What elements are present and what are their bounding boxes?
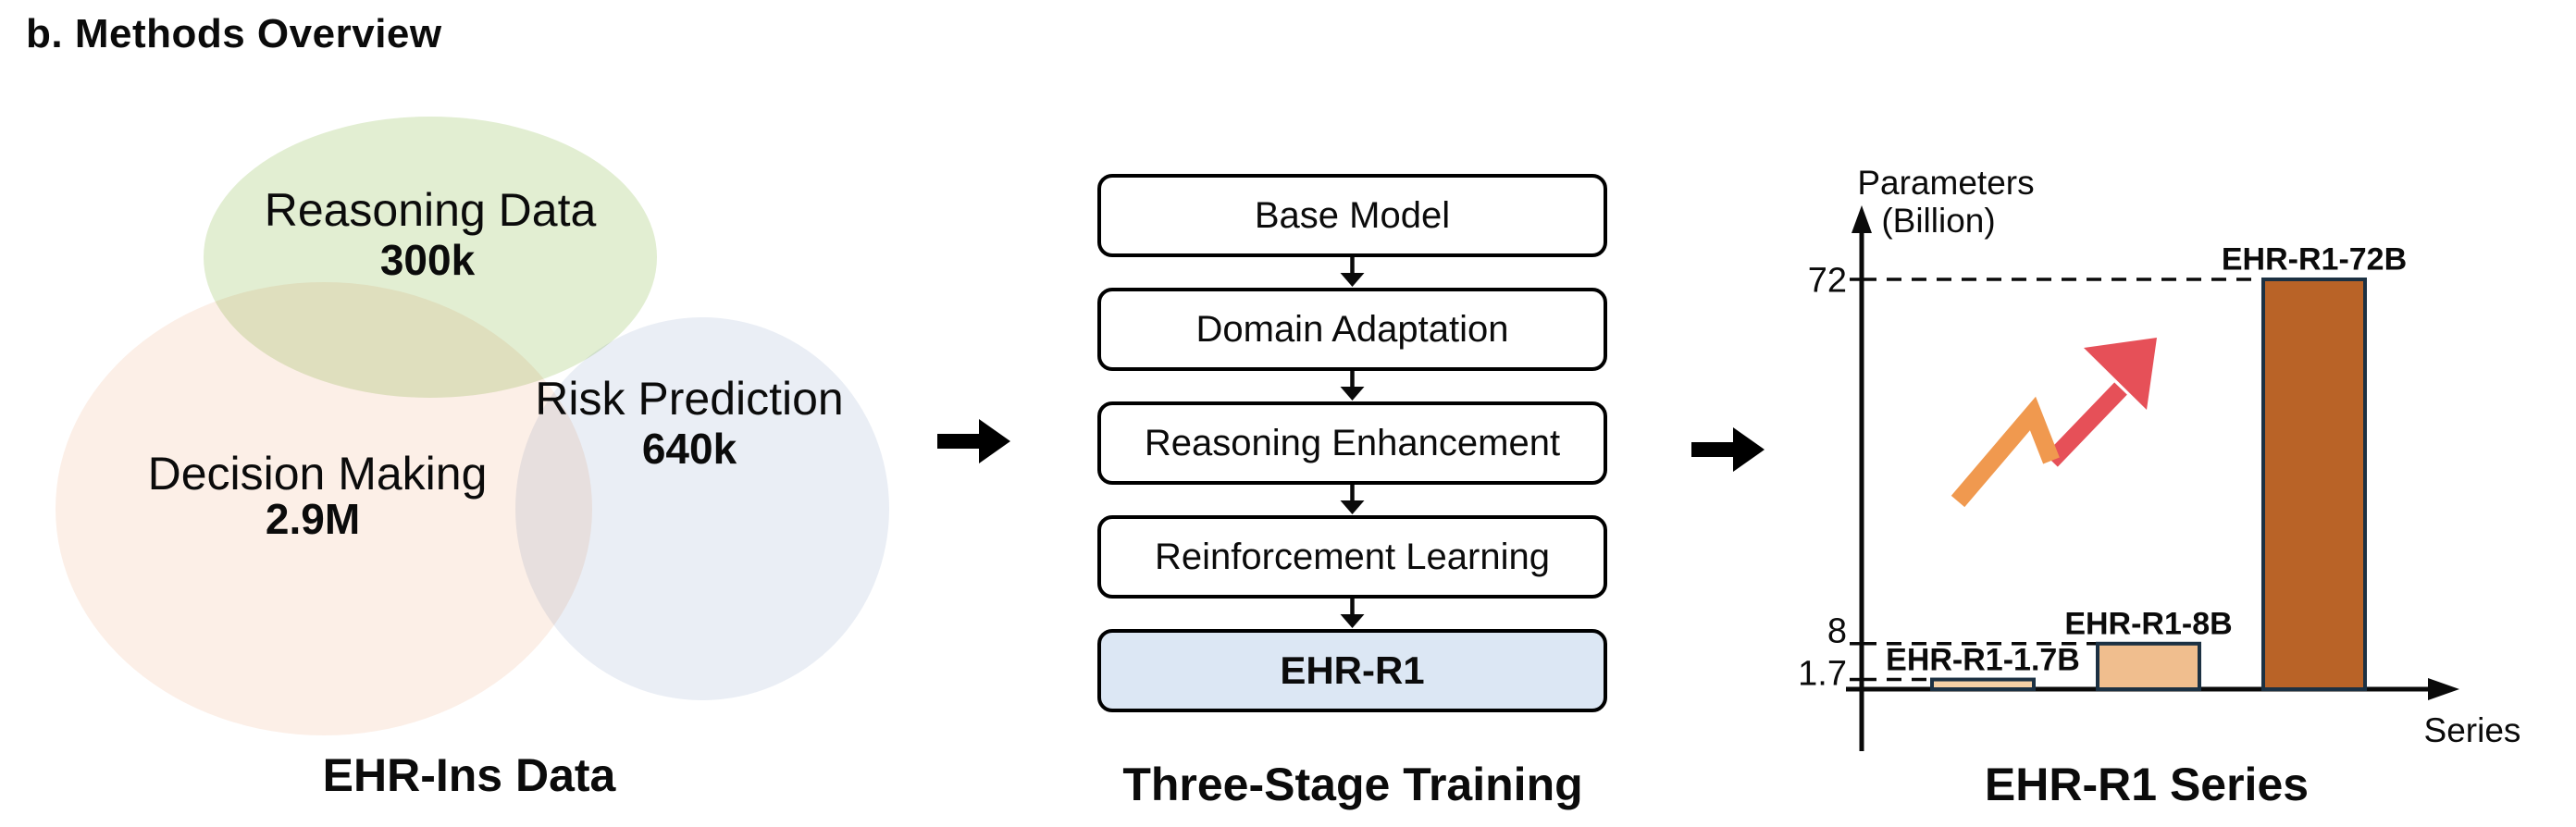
- trend-arrow-head-icon: [2084, 338, 2157, 410]
- pipeline-caption: Three-Stage Training: [1122, 759, 1583, 810]
- bar-label-ehr-r1-1.7b: EHR-R1-1.7B: [1886, 642, 2080, 678]
- bar-EHR-R1-72B: [2261, 278, 2367, 691]
- panel-arrow-left-icon: [937, 419, 1010, 463]
- flow-box-reinforcement-learning: Reinforcement Learning: [1097, 515, 1607, 599]
- venn-count-reasoning: 300k: [379, 236, 476, 284]
- chart-caption: EHR-R1 Series: [1984, 759, 2310, 810]
- flow-connector-arrowhead-icon: [1340, 614, 1365, 628]
- flow-connector-arrowhead-icon: [1340, 387, 1365, 401]
- venn-ellipse-risk: [515, 317, 889, 700]
- flow-box-base-model: Base Model: [1097, 174, 1607, 257]
- flow-connector-arrowhead-icon: [1340, 273, 1365, 287]
- venn-caption: EHR-Ins Data: [322, 749, 616, 801]
- flow-box-domain-adaptation: Domain Adaptation: [1097, 288, 1607, 371]
- y-axis-title-line1: Parameters: [1857, 164, 2035, 202]
- x-axis-title: Series: [2423, 711, 2521, 749]
- y-tick-label-1.7: 1.7: [1798, 654, 1847, 694]
- venn-label-reasoning: Reasoning Data: [264, 184, 597, 236]
- panel-arrow-right-icon: [1691, 427, 1765, 472]
- trend-arrow-orange-shaft-icon: [1951, 396, 2060, 508]
- venn-label-risk: Risk Prediction: [535, 373, 844, 425]
- flow-box-ehr-r1: EHR-R1: [1097, 629, 1607, 712]
- bar-label-ehr-r1-72b: EHR-R1-72B: [2221, 241, 2408, 278]
- flow-box-reasoning-enhancement: Reasoning Enhancement: [1097, 401, 1607, 485]
- y-axis-title-line2: (Billion): [1881, 202, 1996, 240]
- venn-count-risk: 640k: [641, 425, 737, 473]
- figure-title: b. Methods Overview: [26, 11, 442, 56]
- bar-label-ehr-r1-8b: EHR-R1-8B: [2064, 606, 2233, 642]
- y-axis-arrowhead-icon: [1852, 205, 1872, 233]
- x-axis-arrowhead-icon: [2428, 678, 2459, 700]
- venn-label-decision: Decision Making: [147, 448, 488, 500]
- y-tick-label-72: 72: [1807, 261, 1847, 301]
- bar-EHR-R1-8B: [2096, 641, 2201, 691]
- flow-connector-arrowhead-icon: [1340, 500, 1365, 514]
- trend-arrow-red-shaft-icon: [2045, 382, 2127, 467]
- venn-ellipse-decision: [56, 282, 592, 735]
- venn-count-decision: 2.9M: [265, 495, 361, 543]
- y-tick-label-8: 8: [1827, 611, 1847, 651]
- bar-EHR-R1-1.7B: [1930, 677, 2036, 692]
